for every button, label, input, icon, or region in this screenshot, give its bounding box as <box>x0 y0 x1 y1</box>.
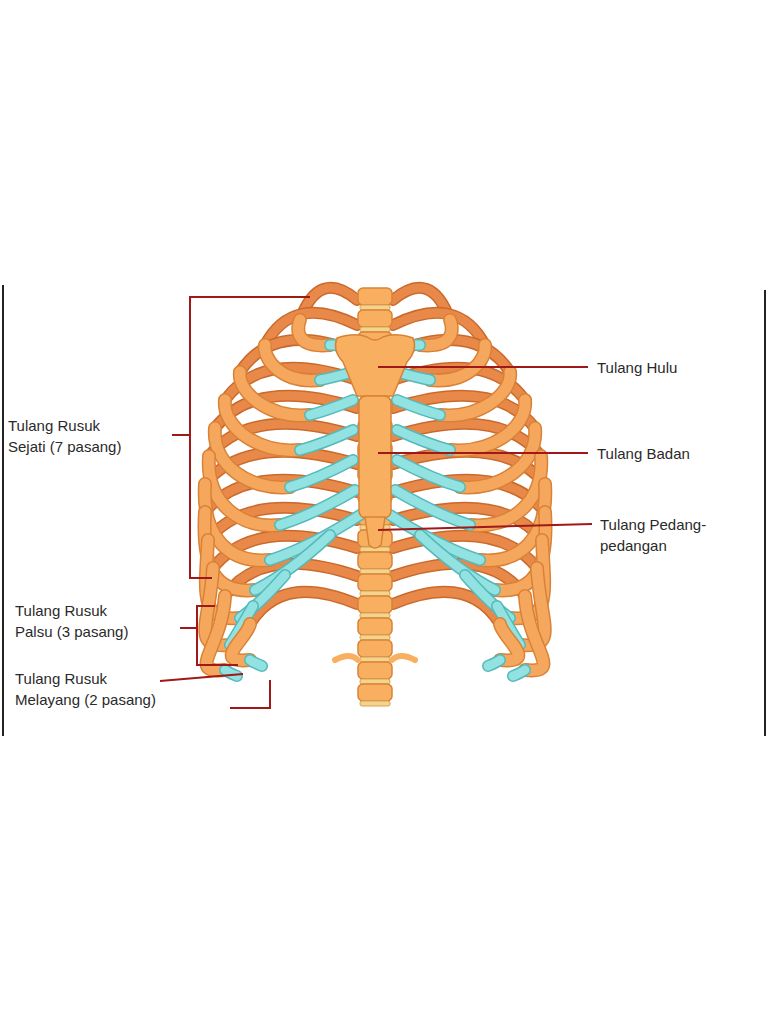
transverse-process <box>335 656 415 660</box>
costal-cartilage-outline <box>397 400 440 415</box>
costal-cartilage <box>397 460 460 487</box>
front-rib <box>205 484 270 560</box>
leader-line <box>230 680 270 708</box>
leader-line <box>378 366 588 368</box>
leader-lines <box>160 297 592 708</box>
front-rib <box>225 400 300 450</box>
costal-cartilage <box>290 460 353 487</box>
front-rib-outline <box>470 456 541 525</box>
front-rib <box>525 596 543 670</box>
front-rib-outline <box>265 345 320 380</box>
front-rib-outline <box>460 428 535 487</box>
front-rib <box>480 484 545 560</box>
front-rib <box>440 372 510 415</box>
costal-cartilage <box>250 660 262 666</box>
vertebra <box>358 640 392 657</box>
front-rib <box>430 345 485 380</box>
manubrium <box>335 335 414 396</box>
costal-cartilage-outline <box>397 430 450 450</box>
front-rib-outline <box>207 596 225 670</box>
vertebra <box>358 618 392 635</box>
front-rib <box>470 456 541 525</box>
frame-line <box>764 290 766 736</box>
front-rib-outline <box>430 345 485 380</box>
costal-cartilage-outline <box>488 660 500 666</box>
leader-line <box>378 452 588 454</box>
bracket-tick <box>172 434 190 436</box>
vertebra <box>358 310 392 327</box>
costal-cartilage-outline <box>300 430 353 450</box>
vertebra <box>358 662 392 679</box>
front-rib-outline <box>525 596 543 670</box>
front-rib <box>450 400 525 450</box>
vertebra <box>358 684 392 701</box>
costal-cartilage <box>397 430 450 450</box>
front-rib <box>215 428 290 487</box>
bone-label: Tulang Pedang-pedangan <box>600 514 720 556</box>
bracket-tick <box>180 627 197 629</box>
bone-label: Tulang Badan <box>597 443 690 464</box>
front-rib-outline <box>240 372 310 415</box>
costal-cartilage <box>513 670 525 676</box>
front-ribs <box>204 320 545 676</box>
costal-cartilage <box>255 535 330 590</box>
vertebra <box>358 288 392 305</box>
front-rib-outline <box>440 372 510 415</box>
leader-line <box>378 524 592 530</box>
costal-cartilage-outline <box>420 535 495 590</box>
bracket <box>190 297 310 578</box>
group-label: Tulang Rusuk Palsu (3 pasang) <box>15 600 137 642</box>
front-rib <box>460 428 535 487</box>
front-rib <box>207 596 225 670</box>
front-rib <box>240 372 310 415</box>
vertebra <box>358 596 392 613</box>
back-ribs <box>205 288 545 624</box>
front-rib <box>265 345 320 380</box>
costal-cartilage-outline <box>290 460 353 487</box>
costal-cartilage <box>397 400 440 415</box>
front-rib-outline <box>215 428 290 487</box>
costal-cartilage-outline <box>397 460 460 487</box>
front-rib-outline <box>209 456 280 525</box>
vertebra <box>358 574 392 591</box>
bone-label: Tulang Hulu <box>597 357 677 378</box>
costal-cartilage <box>488 660 500 666</box>
group-label: Tulang Rusuk Melayang (2 pasang) <box>15 668 165 710</box>
front-rib <box>209 456 280 525</box>
costal-cartilage-outline <box>513 670 525 676</box>
front-rib-outline <box>225 400 300 450</box>
costal-cartilage-outline <box>310 400 353 415</box>
costal-cartilage-outline <box>250 660 262 666</box>
front-rib-outline <box>205 484 270 560</box>
costal-cartilage <box>420 535 495 590</box>
front-rib-outline <box>450 400 525 450</box>
bracket <box>197 606 238 665</box>
costal-cartilage-outline <box>255 535 330 590</box>
frame-line <box>2 285 4 736</box>
costal-cartilage <box>310 400 353 415</box>
vertebra <box>358 552 392 569</box>
front-rib-outline <box>480 484 545 560</box>
costal-cartilage <box>300 430 353 450</box>
xiphoid <box>365 517 385 548</box>
group-label: Tulang Rusuk Sejati (7 pasang) <box>8 415 130 457</box>
vertebral-disc <box>360 701 390 706</box>
leader-line <box>160 674 243 681</box>
sternum-body <box>359 396 391 518</box>
